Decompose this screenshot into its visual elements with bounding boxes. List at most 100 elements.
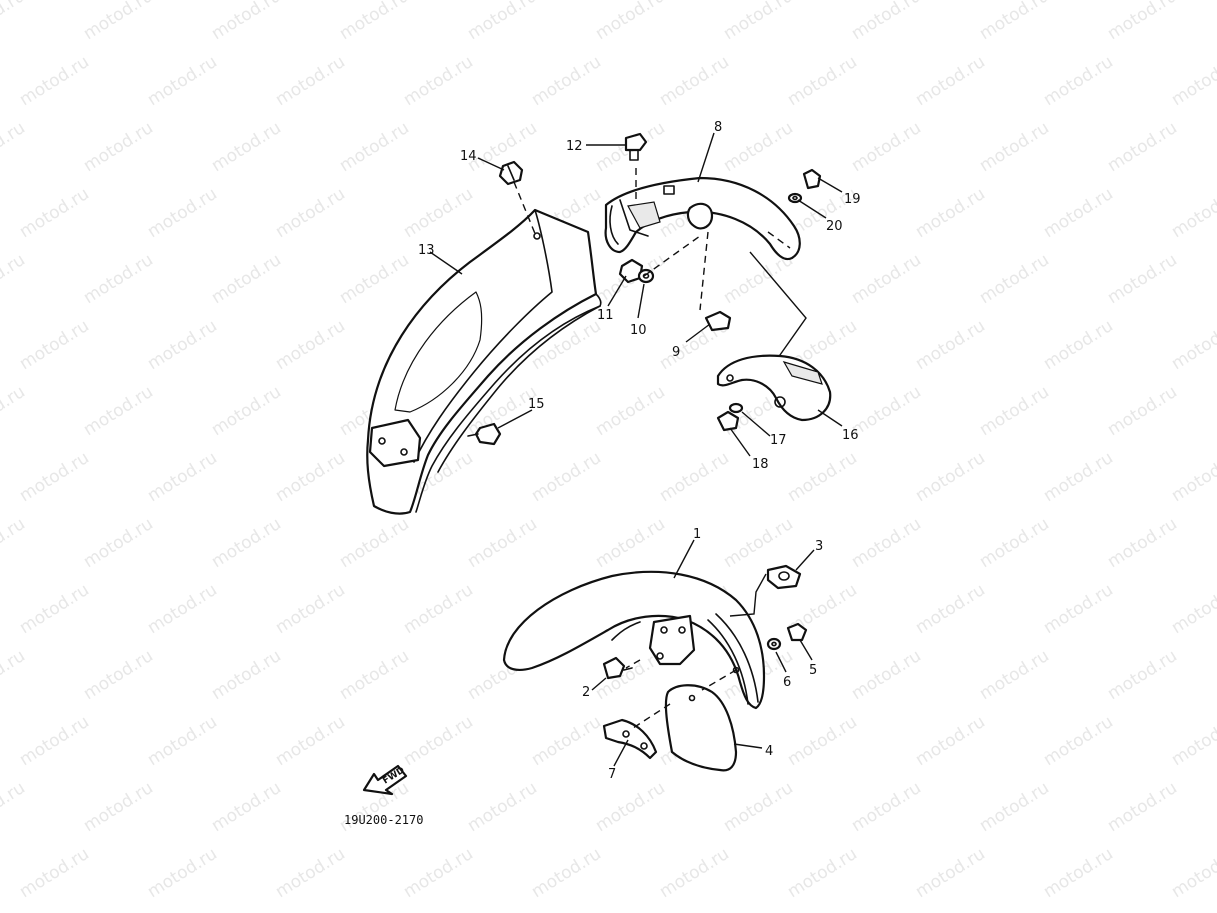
watermark-text: motod.ru xyxy=(976,118,1053,176)
watermark-text: motod.ru xyxy=(1040,580,1117,638)
watermark-text: motod.ru xyxy=(656,844,733,902)
watermark-text: motod.ru xyxy=(1104,382,1181,440)
watermark-text: motod.ru xyxy=(976,646,1053,704)
watermark-text: motod.ru xyxy=(1168,712,1217,770)
bolt-part-15 xyxy=(467,422,502,446)
washer-part-17 xyxy=(728,402,744,414)
watermark-text: motod.ru xyxy=(1104,778,1181,836)
watermark-text: motod.ru xyxy=(336,250,413,308)
watermark-text: motod.ru xyxy=(912,712,989,770)
watermark-text: motod.ru xyxy=(144,712,221,770)
callout-3: 3 xyxy=(815,539,823,554)
watermark-text: motod.ru xyxy=(528,844,605,902)
callout-16: 16 xyxy=(842,428,859,443)
watermark-text: motod.ru xyxy=(976,0,1053,44)
watermark-text: motod.ru xyxy=(0,0,29,44)
callout-13: 13 xyxy=(418,243,435,258)
watermark-text: motod.ru xyxy=(336,514,413,572)
watermark-text: motod.ru xyxy=(912,448,989,506)
watermark-text: motod.ru xyxy=(848,118,925,176)
watermark-text: motod.ru xyxy=(1168,580,1217,638)
watermark-text: motod.ru xyxy=(80,382,157,440)
watermark-text: motod.ru xyxy=(1104,0,1181,44)
bolt-part-14 xyxy=(498,160,537,237)
callout-10: 10 xyxy=(630,323,647,338)
watermark-text: motod.ru xyxy=(80,250,157,308)
taillight-bracket-part-16 xyxy=(716,354,832,422)
watermark-text: motod.ru xyxy=(208,0,285,44)
watermark-text: motod.ru xyxy=(16,52,93,110)
watermark-text: motod.ru xyxy=(0,778,29,836)
watermark-text: motod.ru xyxy=(144,580,221,638)
callout-15: 15 xyxy=(528,397,545,412)
watermark-text: motod.ru xyxy=(0,514,29,572)
callout-6: 6 xyxy=(783,675,791,690)
watermark-text: motod.ru xyxy=(976,250,1053,308)
watermark-text: motod.ru xyxy=(848,382,925,440)
watermark-text: motod.ru xyxy=(208,118,285,176)
callout-2: 2 xyxy=(582,685,590,700)
watermark-text: motod.ru xyxy=(720,514,797,572)
watermark-text: motod.ru xyxy=(144,184,221,242)
watermark-text: motod.ru xyxy=(784,52,861,110)
watermark-text: motod.ru xyxy=(1168,316,1217,374)
watermark-text: motod.ru xyxy=(208,382,285,440)
rear-bracket-part-8 xyxy=(604,168,801,261)
watermark-text: motod.ru xyxy=(528,52,605,110)
watermark-text: motod.ru xyxy=(400,844,477,902)
watermark-text: motod.ru xyxy=(848,0,925,44)
watermark-text: motod.ru xyxy=(528,448,605,506)
assembly-lines-rear xyxy=(643,231,807,373)
watermark-text: motod.ru xyxy=(592,778,669,836)
watermark-text: motod.ru xyxy=(208,646,285,704)
watermark-text: motod.ru xyxy=(528,712,605,770)
callout-18: 18 xyxy=(752,457,769,472)
callout-11: 11 xyxy=(597,308,614,323)
bolt-part-2 xyxy=(602,656,633,680)
watermark-text: motod.ru xyxy=(912,52,989,110)
callout-numbers: 1 2 3 4 5 6 7 8 9 10 11 12 13 14 15 16 1… xyxy=(418,120,861,782)
watermark-text: motod.ru xyxy=(400,712,477,770)
bolt-part-9 xyxy=(704,310,732,332)
bolt-part-19 xyxy=(802,168,822,190)
callout-leaders xyxy=(429,132,843,767)
watermark-text: motod.ru xyxy=(272,52,349,110)
watermark-text: motod.ru xyxy=(336,646,413,704)
watermark-text: motod.ru xyxy=(144,316,221,374)
watermark-text: motod.ru xyxy=(272,712,349,770)
watermark-text: motod.ru xyxy=(464,0,541,44)
watermark-text: motod.ru xyxy=(0,382,29,440)
watermark-text: motod.ru xyxy=(1168,844,1217,902)
watermark-text: motod.ru xyxy=(80,778,157,836)
callout-9: 9 xyxy=(672,345,680,360)
watermark-text: motod.ru xyxy=(912,580,989,638)
callout-17: 17 xyxy=(770,433,787,448)
watermark-text: motod.ru xyxy=(592,382,669,440)
watermark-text: motod.ru xyxy=(784,844,861,902)
watermark-text: motod.ru xyxy=(1040,52,1117,110)
watermark-text: motod.ru xyxy=(144,52,221,110)
watermark-text: motod.ru xyxy=(848,250,925,308)
watermark-text: motod.ru xyxy=(912,184,989,242)
watermark-text: motod.ru xyxy=(272,316,349,374)
bolt-part-12 xyxy=(624,132,648,161)
watermark-text: motod.ru xyxy=(976,382,1053,440)
watermark-text: motod.ru xyxy=(656,448,733,506)
bolt-part-5 xyxy=(786,622,808,642)
watermark-text: motod.ru xyxy=(1040,712,1117,770)
watermark-text: motod.ru xyxy=(464,778,541,836)
watermark-text: motod.ru xyxy=(272,844,349,902)
watermark-text: motod.ru xyxy=(848,778,925,836)
watermark-text: motod.ru xyxy=(16,580,93,638)
watermark-text: motod.ru xyxy=(16,316,93,374)
watermark-text: motod.ru xyxy=(848,646,925,704)
watermark-text: motod.ru xyxy=(16,184,93,242)
watermark-text: motod.ru xyxy=(912,844,989,902)
watermark-text: motod.ru xyxy=(80,646,157,704)
watermark-text: motod.ru xyxy=(1104,250,1181,308)
callout-7: 7 xyxy=(608,767,616,782)
assembly-lines-front xyxy=(625,573,767,731)
watermark-text: motod.ru xyxy=(592,0,669,44)
grommet-part-3 xyxy=(766,564,802,590)
